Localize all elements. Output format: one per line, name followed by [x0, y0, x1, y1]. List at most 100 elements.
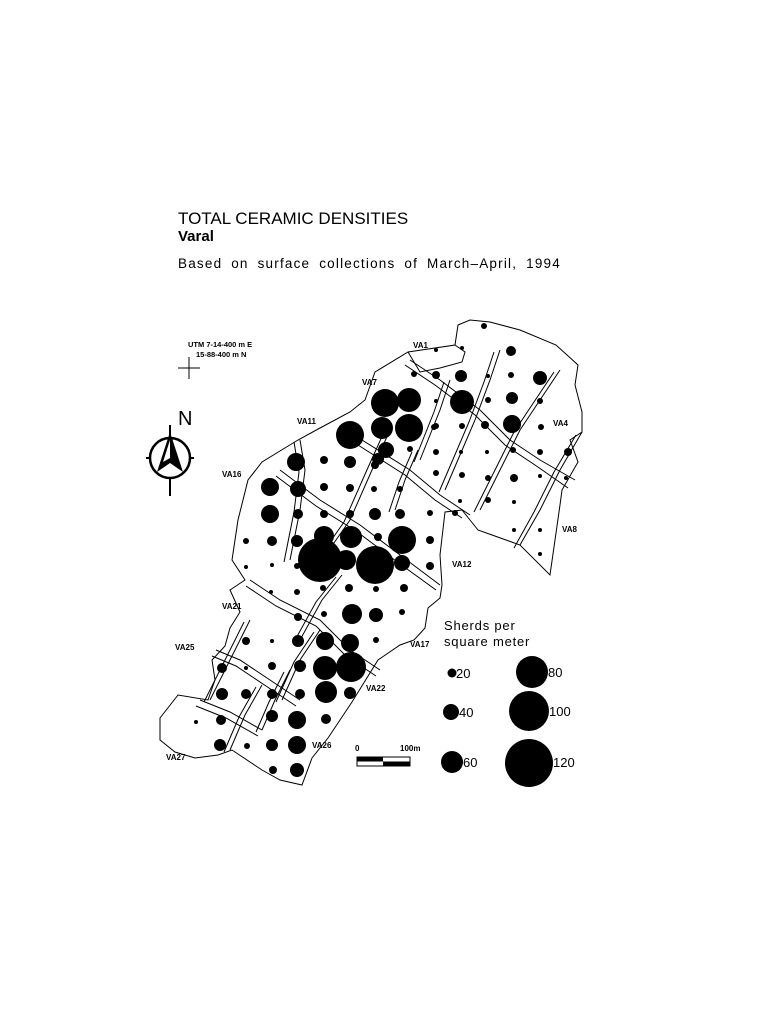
density-circle: [432, 371, 440, 379]
legend-title-line2: square meter: [444, 634, 530, 649]
density-circle: [426, 562, 434, 570]
density-circle: [266, 710, 278, 722]
utm-northing: 15-88-400 m N: [196, 350, 246, 359]
density-circle: [434, 399, 438, 403]
density-circle: [294, 660, 306, 672]
legend-circle-60: [441, 751, 463, 773]
legend-circle-40: [443, 704, 459, 720]
unit-label-va12: VA12: [452, 560, 472, 569]
density-circle: [399, 609, 405, 615]
density-circle: [486, 374, 490, 378]
density-circle: [294, 589, 300, 595]
density-circle: [400, 584, 408, 592]
density-circle: [533, 371, 547, 385]
density-circle: [564, 476, 568, 480]
north-label: N: [178, 408, 192, 430]
density-circle: [459, 450, 463, 454]
density-circle: [216, 688, 228, 700]
density-circle: [244, 565, 248, 569]
map-title: TOTAL CERAMIC DENSITIES: [178, 209, 409, 228]
density-circle: [217, 663, 227, 673]
unit-label-va22: VA22: [366, 684, 386, 693]
density-circle: [485, 450, 489, 454]
unit-label-va17: VA17: [410, 640, 430, 649]
density-circle: [564, 448, 572, 456]
legend: Sherds per square meter 20 40 60 80 100 …: [441, 618, 575, 787]
density-circle: [373, 586, 379, 592]
unit-label-va11: VA11: [297, 417, 317, 426]
unit-label-va4: VA4: [553, 419, 569, 428]
density-circle: [290, 763, 304, 777]
unit-label-va16: VA16: [222, 470, 242, 479]
scale-end: 100m: [400, 744, 420, 753]
density-circle: [216, 715, 226, 725]
density-circle: [371, 389, 399, 417]
legend-circle-120: [505, 739, 553, 787]
density-circle: [508, 372, 514, 378]
density-circle: [295, 689, 305, 699]
density-circle: [369, 508, 381, 520]
density-circle: [288, 736, 306, 754]
scale-bar: 0 100m: [355, 744, 420, 767]
density-circle: [243, 538, 249, 544]
density-circle: [537, 398, 543, 404]
unit-label-va8: VA8: [562, 525, 578, 534]
density-circle: [460, 346, 464, 350]
density-circle: [512, 528, 516, 532]
density-circle: [450, 390, 474, 414]
unit-label-va21: VA21: [222, 602, 242, 611]
density-circle: [266, 739, 278, 751]
density-circle: [510, 447, 516, 453]
density-circle: [397, 486, 403, 492]
legend-title-line1: Sherds per: [444, 618, 516, 633]
density-circle: [313, 656, 337, 680]
density-circle: [346, 510, 354, 518]
density-circle: [369, 608, 383, 622]
density-circle: [270, 639, 274, 643]
density-circle: [485, 475, 491, 481]
density-circle: [538, 474, 542, 478]
density-circle: [340, 526, 362, 548]
density-circle: [510, 474, 518, 482]
density-circle: [538, 424, 544, 430]
density-circle: [320, 483, 328, 491]
density-circle: [506, 346, 516, 356]
density-circle: [336, 550, 356, 570]
density-circle: [411, 371, 417, 377]
legend-circle-20: [447, 668, 457, 678]
density-circle: [485, 497, 491, 503]
density-circle: [298, 538, 342, 582]
density-circle: [336, 421, 364, 449]
density-circles: [194, 323, 572, 777]
density-circle: [293, 509, 303, 519]
density-circle: [427, 510, 433, 516]
unit-labels: VA1 VA4 VA7 VA8 VA11 VA12 VA16 VA17 VA21…: [166, 341, 578, 762]
utm-easting: UTM 7-14-400 m E: [188, 340, 252, 349]
density-circle: [214, 739, 226, 751]
density-circle: [244, 743, 250, 749]
unit-label-va25: VA25: [175, 643, 195, 652]
density-circle: [288, 711, 306, 729]
utm-cross-icon: [178, 357, 200, 379]
density-circle: [244, 666, 248, 670]
density-circle: [503, 415, 521, 433]
density-circle: [459, 423, 465, 429]
density-circle: [537, 449, 543, 455]
density-circle: [481, 323, 487, 329]
density-circle: [342, 604, 362, 624]
unit-label-va26: VA26: [312, 741, 332, 750]
density-circle: [512, 500, 516, 504]
map-note: Based on surface collections of March–Ap…: [178, 256, 561, 271]
density-circle: [315, 681, 337, 703]
density-circle: [269, 766, 277, 774]
density-circle: [341, 634, 359, 652]
density-circle: [320, 456, 328, 464]
density-circle: [378, 442, 394, 458]
density-circle: [394, 555, 410, 571]
density-circle: [371, 417, 393, 439]
density-circle: [426, 536, 434, 544]
density-circle: [459, 472, 465, 478]
density-circle: [433, 470, 439, 476]
